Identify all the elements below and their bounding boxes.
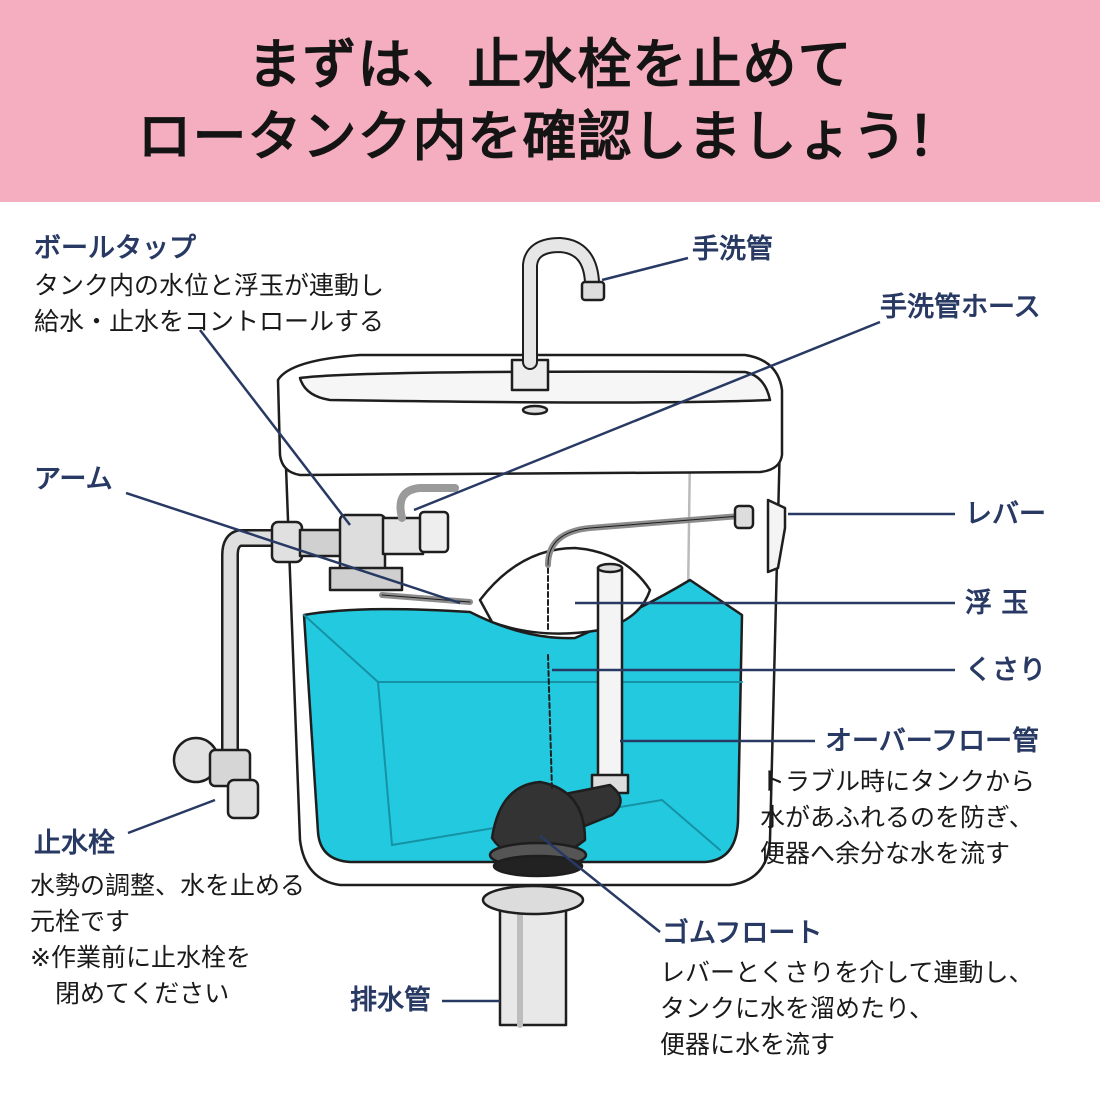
desc-line: 給水・止水をコントロールする [34, 307, 385, 336]
label-drain-pipe: 排水管 [350, 985, 431, 1016]
desc-ball-tap: タンク内の水位と浮玉が連動し 給水・止水をコントロールする [34, 268, 384, 340]
supply-pipe [221, 529, 299, 774]
rubber-float-shape [488, 780, 622, 878]
desc-stop-valve: 水勢の調整、水を止める 元栓です ※作業前に止水栓を 閉めてください [30, 868, 305, 1012]
desc-line: 便器へ余分な水を流す [760, 839, 1011, 868]
desc-line: トラブル時にタンクから [760, 767, 1036, 796]
label-float-ball: 浮 玉 [965, 588, 1029, 619]
label-lever: レバー [965, 499, 1046, 530]
desc-rubber-float: レバーとくさりを介して連動し、 タンクに水を溜めたり、 便器に水を流す [660, 955, 1034, 1063]
label-arm: アーム [34, 464, 113, 495]
desc-line: 水があふれるのを防ぎ、 [760, 803, 1034, 832]
hand-wash-hose-shape [396, 484, 459, 522]
desc-line: ※作業前に止水栓を [30, 943, 251, 972]
label-chain: くさり [965, 655, 1046, 686]
page-title-line-2: ロータンク内を確認しましょう！ [137, 105, 963, 168]
desc-line: 便器に水を流す [660, 1030, 836, 1059]
page-title-line-1: まずは、止水栓を止めて [247, 33, 853, 96]
header-banner: まずは、止水栓を止めて ロータンク内を確認しましょう！ [0, 0, 1100, 202]
label-stop-valve: 止水栓 [34, 828, 115, 859]
label-ball-tap: ボールタップ [34, 233, 196, 264]
overflow-pipe-shape [596, 566, 624, 788]
desc-line: 元栓です [30, 907, 131, 936]
label-overflow-pipe: オーバーフロー管 [825, 726, 1040, 757]
desc-line: 閉めてください [30, 979, 230, 1008]
desc-line: 水勢の調整、水を止める [30, 871, 306, 900]
drain-pipe [481, 884, 585, 1028]
lever-handle [766, 498, 787, 574]
desc-overflow-pipe: トラブル時にタンクから 水があふれるのを防ぎ、 便器へ余分な水を流す [760, 764, 1035, 872]
chain-shape [547, 567, 553, 791]
stop-valve-shape [172, 736, 260, 820]
label-rubber-float: ゴムフロート [662, 918, 823, 949]
hand-wash-faucet [510, 237, 606, 392]
desc-line: タンクに水を溜めたり、 [660, 994, 935, 1023]
label-hand-wash-pipe: 手洗管 [692, 234, 773, 265]
label-hand-wash-hose: 手洗管ホース [880, 292, 1041, 323]
desc-line: レバーとくさりを介して連動し、 [660, 958, 1034, 987]
desc-line: タンク内の水位と浮玉が連動し [34, 271, 385, 300]
